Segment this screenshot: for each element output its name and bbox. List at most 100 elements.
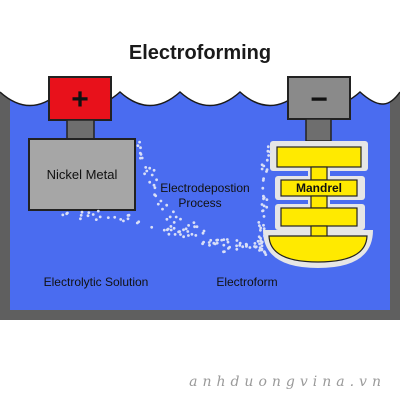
ion-particle bbox=[91, 213, 95, 216]
ion-particle bbox=[202, 229, 206, 233]
ion-particle bbox=[265, 205, 269, 209]
ion-particle bbox=[265, 168, 269, 172]
ion-particle bbox=[159, 199, 163, 203]
ion-particle bbox=[262, 194, 265, 198]
ion-particle bbox=[248, 246, 252, 249]
ion-particle bbox=[260, 203, 264, 206]
cathode-connector bbox=[305, 118, 332, 142]
ion-particle bbox=[260, 167, 264, 171]
watermark: anhduongvina.vn bbox=[189, 374, 386, 390]
nickel-metal-block bbox=[28, 138, 136, 211]
plus-icon: + bbox=[71, 83, 89, 116]
diagram-title: Electroforming bbox=[128, 42, 272, 64]
ion-particle bbox=[226, 240, 230, 244]
ion-particle bbox=[216, 238, 220, 242]
ion-particle bbox=[86, 214, 90, 218]
ion-particle bbox=[126, 217, 130, 221]
ion-particle bbox=[154, 194, 158, 198]
anode-assembly: + Nickel Metal bbox=[28, 76, 136, 211]
ion-particle bbox=[192, 221, 196, 225]
ion-particle bbox=[65, 212, 69, 216]
ion-particle bbox=[79, 213, 83, 217]
ion-particle bbox=[152, 168, 156, 172]
ion-particle bbox=[162, 228, 166, 232]
ion-particle bbox=[139, 153, 143, 156]
ion-particle bbox=[137, 220, 141, 224]
ion-particle bbox=[150, 173, 154, 177]
ion-particle bbox=[262, 164, 266, 168]
ion-particle bbox=[238, 244, 242, 247]
ion-particle bbox=[235, 239, 239, 242]
electrolytic-solution-label: Electrolytic Solution bbox=[44, 275, 149, 289]
electroform-label: Electroform bbox=[216, 275, 277, 289]
ion-particle bbox=[195, 225, 199, 229]
ion-particle bbox=[156, 202, 160, 206]
ion-particle bbox=[165, 203, 169, 207]
ion-particle bbox=[79, 217, 82, 221]
ion-particle bbox=[167, 232, 171, 236]
ion-particle bbox=[262, 227, 266, 231]
process-label-line1: Electrodepostion bbox=[160, 181, 249, 195]
ion-particle bbox=[94, 218, 98, 222]
ion-particle bbox=[184, 227, 188, 231]
ion-particle bbox=[155, 178, 159, 182]
minus-icon: − bbox=[310, 83, 328, 116]
ion-particle bbox=[187, 224, 191, 227]
ion-particle bbox=[262, 223, 265, 227]
ion-particle bbox=[235, 244, 239, 248]
ion-particle bbox=[182, 228, 185, 232]
mandrel bbox=[268, 146, 368, 263]
ion-particle bbox=[235, 247, 239, 251]
ion-particle bbox=[193, 225, 197, 229]
ion-particle bbox=[241, 245, 245, 249]
process-label-line2: Process bbox=[178, 196, 221, 210]
ion-particle bbox=[179, 233, 182, 236]
ion-particle bbox=[150, 225, 154, 229]
ion-particle bbox=[161, 207, 164, 211]
ion-particle bbox=[262, 177, 265, 181]
ion-particle bbox=[262, 197, 265, 201]
ion-particle bbox=[179, 217, 182, 221]
ion-particle bbox=[225, 238, 229, 241]
ion-particle bbox=[207, 241, 211, 244]
ion-particle bbox=[143, 172, 147, 176]
ion-particle bbox=[262, 250, 266, 254]
ion-particle bbox=[258, 224, 261, 228]
ion-particle bbox=[209, 238, 213, 242]
ion-particle bbox=[257, 221, 261, 224]
ion-particle bbox=[261, 186, 265, 190]
ion-particle bbox=[106, 216, 110, 220]
ion-particle bbox=[127, 213, 131, 217]
ion-particle bbox=[186, 230, 190, 233]
ion-particle bbox=[136, 144, 140, 148]
ion-particle bbox=[194, 234, 198, 237]
ion-particle bbox=[208, 243, 211, 247]
mandrel-label: Mandrel bbox=[296, 181, 342, 195]
ion-particle bbox=[266, 145, 270, 149]
ion-particle-stream bbox=[61, 140, 272, 256]
ion-particle bbox=[259, 237, 262, 240]
ion-particle bbox=[148, 180, 152, 184]
ion-particle bbox=[227, 247, 230, 250]
ion-particle bbox=[153, 186, 157, 190]
ion-particle bbox=[61, 213, 65, 217]
ion-particle bbox=[259, 226, 263, 230]
nickel-metal-label: Nickel Metal bbox=[47, 167, 118, 182]
ion-particle bbox=[262, 204, 266, 208]
ion-particle bbox=[238, 241, 242, 245]
ion-particle bbox=[222, 238, 226, 242]
ion-particle bbox=[172, 210, 175, 214]
ion-particle bbox=[168, 215, 172, 219]
ion-particle bbox=[172, 221, 176, 224]
ion-particle bbox=[260, 240, 264, 244]
ion-particle bbox=[187, 234, 190, 237]
ion-particle bbox=[80, 210, 84, 214]
ion-particle bbox=[265, 158, 269, 162]
ion-particle bbox=[261, 209, 265, 213]
cathode-assembly: − Mandrel bbox=[263, 76, 373, 268]
ion-particle bbox=[245, 243, 249, 247]
ion-particle bbox=[258, 249, 261, 252]
ion-particle bbox=[223, 250, 226, 254]
